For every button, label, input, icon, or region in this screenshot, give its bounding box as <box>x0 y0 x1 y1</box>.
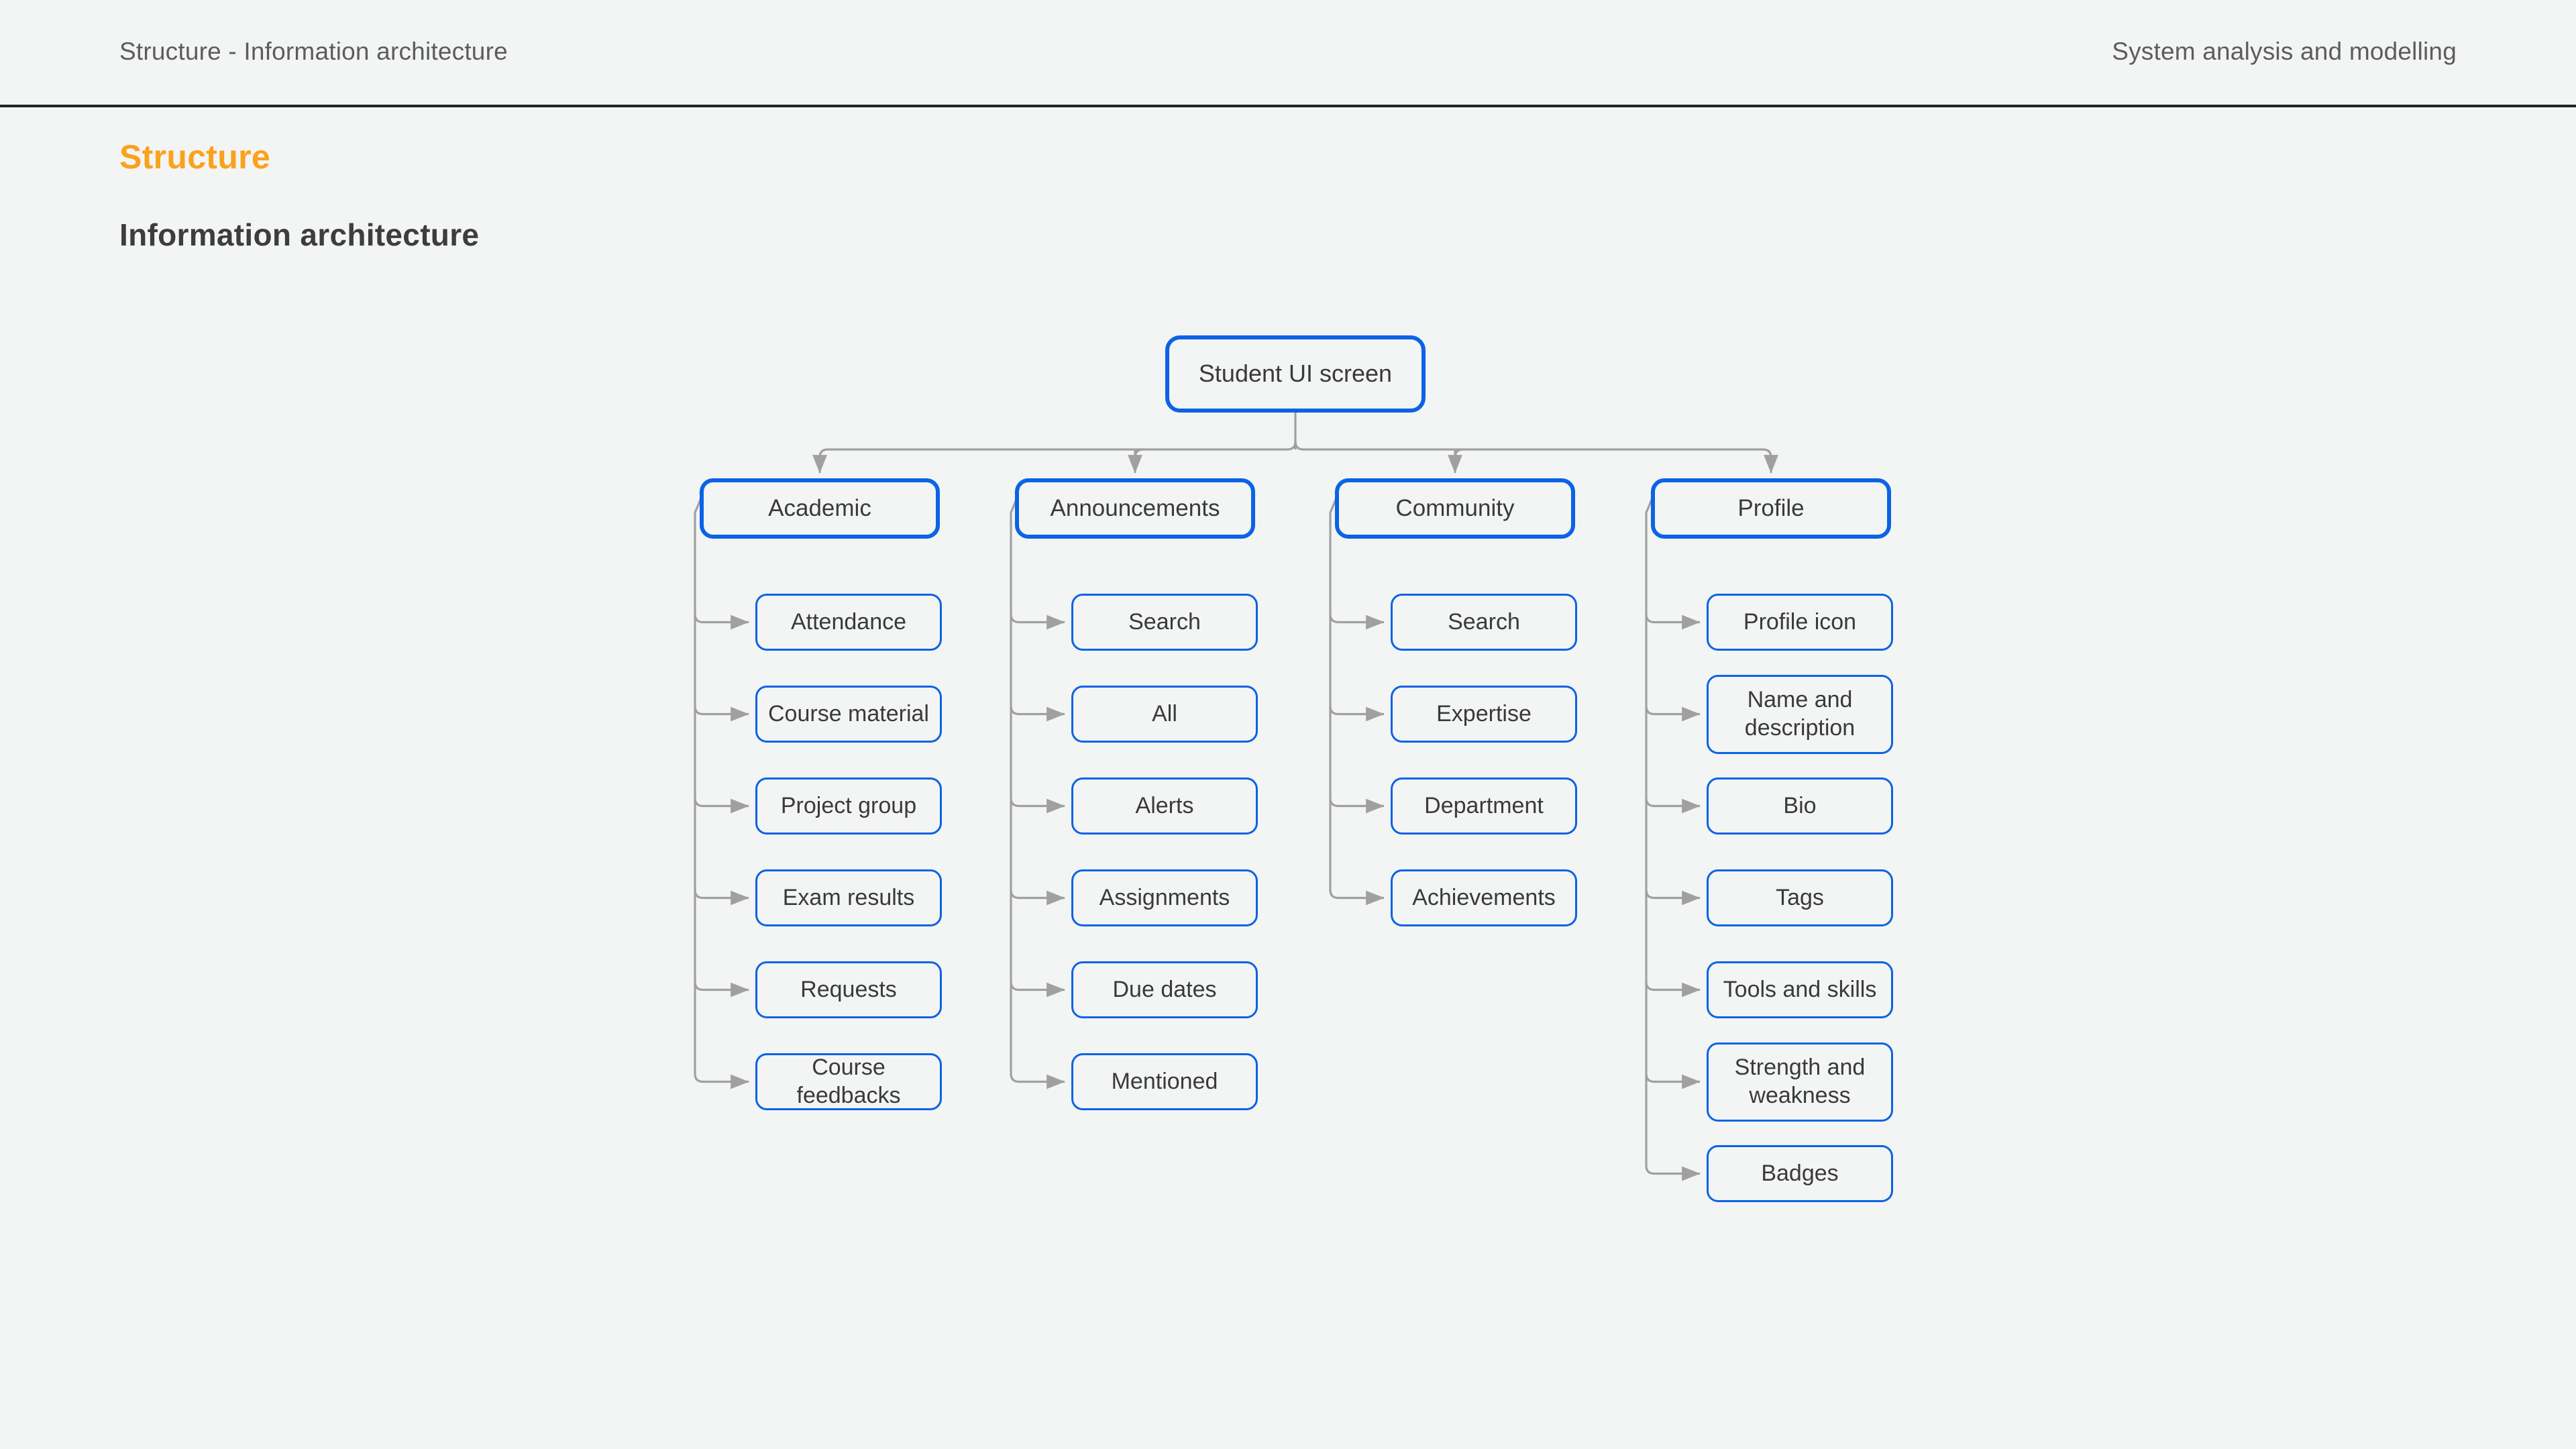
node-branch-community[interactable]: Community <box>1335 478 1575 539</box>
node-label: Achievements <box>1412 884 1556 910</box>
node-label: All <box>1152 700 1177 727</box>
node-leaf-profile-5[interactable]: Strength and weakness <box>1707 1042 1893 1122</box>
node-label: Expertise <box>1436 700 1532 727</box>
node-label: Search <box>1448 608 1520 635</box>
node-label: Course feedbacks <box>796 1054 901 1108</box>
node-label: Profile icon <box>1743 608 1857 635</box>
node-label: Profile <box>1737 495 1805 522</box>
node-leaf-community-2[interactable]: Department <box>1391 777 1577 835</box>
page-subtitle: Information architecture <box>119 217 480 252</box>
node-leaf-profile-4[interactable]: Tools and skills <box>1707 961 1893 1018</box>
header-left-title: Structure - Information architecture <box>119 38 508 65</box>
node-leaf-academic-4[interactable]: Requests <box>755 961 942 1018</box>
node-leaf-announcements-2[interactable]: Alerts <box>1071 777 1258 835</box>
node-leaf-announcements-3[interactable]: Assignments <box>1071 869 1258 926</box>
node-label: Attendance <box>790 608 907 635</box>
node-leaf-profile-6[interactable]: Badges <box>1707 1145 1893 1202</box>
node-leaf-announcements-0[interactable]: Search <box>1071 594 1258 651</box>
node-label: Badges <box>1761 1160 1839 1186</box>
node-label: Academic <box>768 495 871 522</box>
node-leaf-academic-5[interactable]: Course feedbacks <box>755 1053 942 1110</box>
node-label: Community <box>1395 495 1515 522</box>
node-leaf-academic-3[interactable]: Exam results <box>755 869 942 926</box>
node-leaf-announcements-1[interactable]: All <box>1071 686 1258 743</box>
node-label: Mentioned <box>1111 1068 1218 1094</box>
node-label: Exam results <box>782 884 915 910</box>
node-label: Student UI screen <box>1198 360 1393 388</box>
node-label: Search <box>1128 608 1201 635</box>
node-leaf-academic-1[interactable]: Course material <box>755 686 942 743</box>
node-label: Strength and weakness <box>1734 1054 1866 1108</box>
node-label: Course material <box>768 700 929 727</box>
header-right-title: System analysis and modelling <box>2112 38 2457 65</box>
node-leaf-profile-1[interactable]: Name and description <box>1707 674 1893 754</box>
node-label: Department <box>1424 792 1544 818</box>
node-leaf-community-1[interactable]: Expertise <box>1391 686 1577 743</box>
node-leaf-announcements-5[interactable]: Mentioned <box>1071 1053 1258 1110</box>
node-branch-profile[interactable]: Profile <box>1651 478 1891 539</box>
node-label: Alerts <box>1135 792 1194 818</box>
node-leaf-announcements-4[interactable]: Due dates <box>1071 961 1258 1018</box>
node-label: Tools and skills <box>1723 976 1877 1002</box>
node-branch-academic[interactable]: Academic <box>700 478 940 539</box>
node-leaf-profile-0[interactable]: Profile icon <box>1707 594 1893 651</box>
page-title: Structure <box>119 138 270 176</box>
node-label: Due dates <box>1112 976 1217 1002</box>
node-root[interactable]: Student UI screen <box>1165 335 1426 413</box>
node-label: Bio <box>1783 792 1817 818</box>
node-leaf-academic-0[interactable]: Attendance <box>755 594 942 651</box>
node-label: Project group <box>780 792 917 818</box>
node-branch-announcements[interactable]: Announcements <box>1015 478 1255 539</box>
node-label: Assignments <box>1099 884 1230 910</box>
node-label: Requests <box>800 976 897 1002</box>
node-leaf-academic-2[interactable]: Project group <box>755 777 942 835</box>
node-label: Name and description <box>1744 686 1856 741</box>
node-label: Announcements <box>1050 495 1220 522</box>
node-leaf-community-0[interactable]: Search <box>1391 594 1577 651</box>
node-leaf-profile-3[interactable]: Tags <box>1707 869 1893 926</box>
node-leaf-profile-2[interactable]: Bio <box>1707 777 1893 835</box>
page-header: Structure - Information architecture Sys… <box>0 0 2576 107</box>
node-leaf-community-3[interactable]: Achievements <box>1391 869 1577 926</box>
node-label: Tags <box>1776 884 1824 910</box>
